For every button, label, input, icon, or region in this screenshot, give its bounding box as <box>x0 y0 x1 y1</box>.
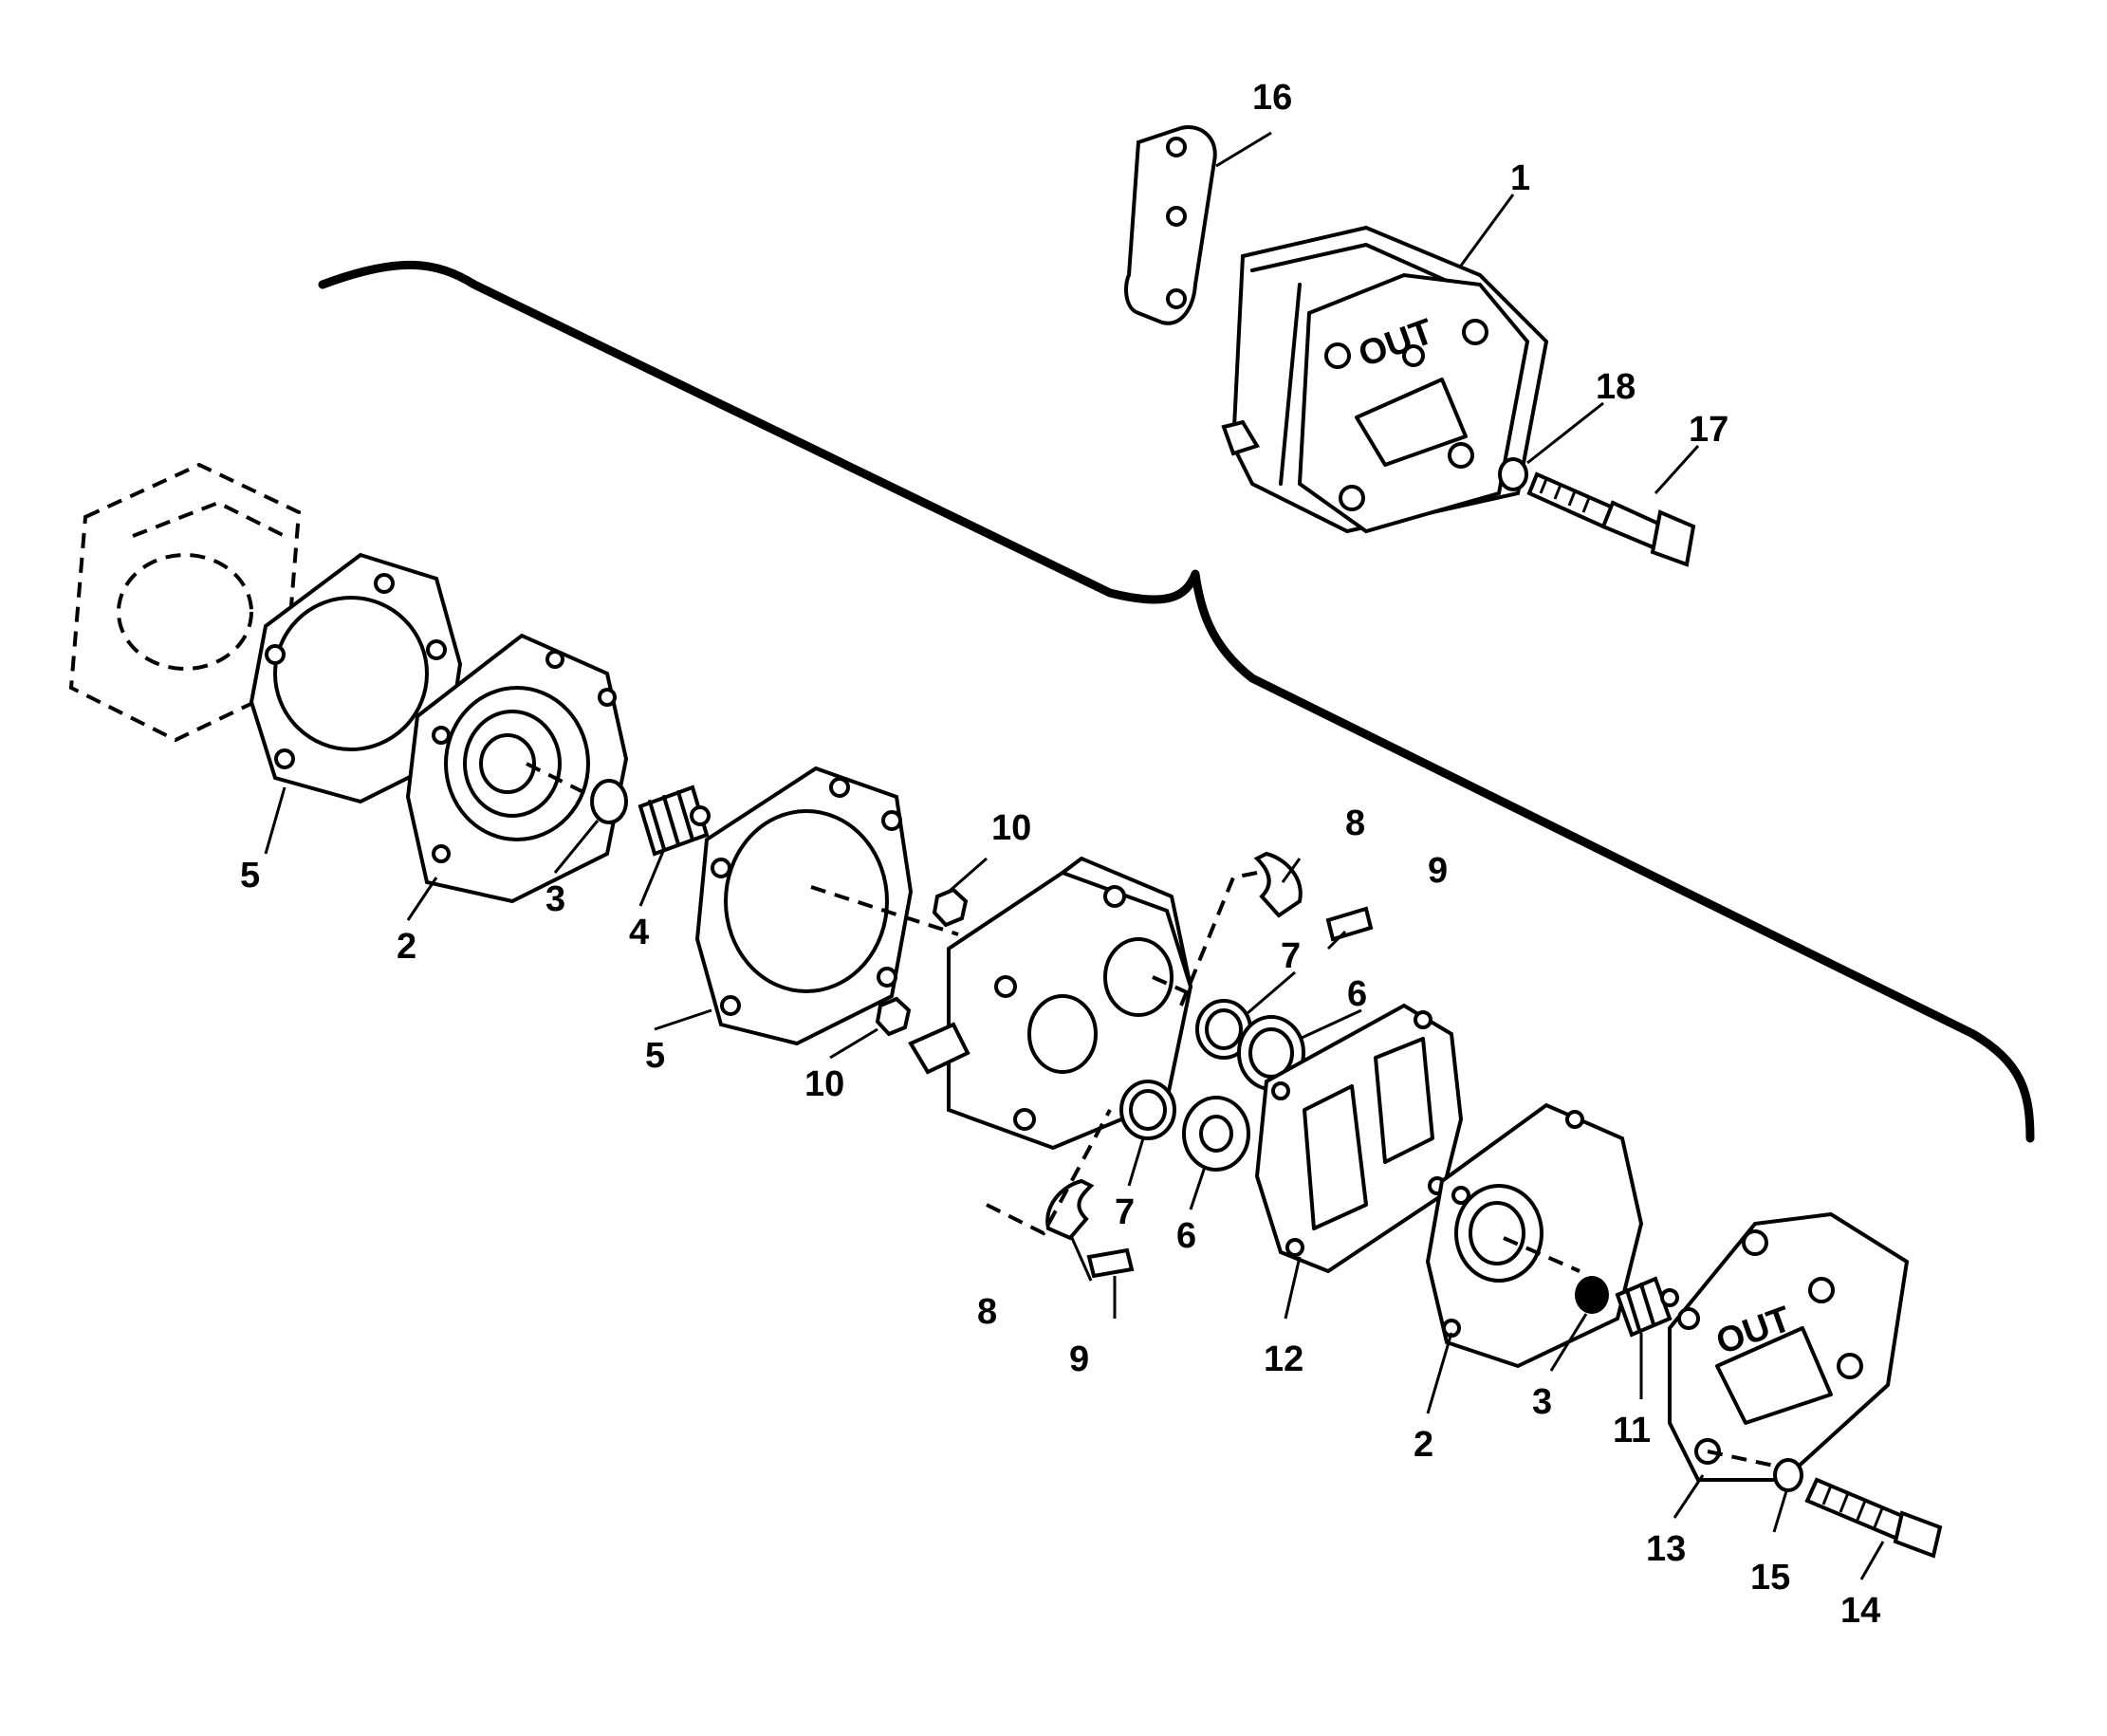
nut-10-upper <box>932 887 969 928</box>
assembly-bracket <box>318 260 2035 1143</box>
callout-5-left: 5 <box>240 856 260 896</box>
assembled-fuel-pump: OUT <box>1124 125 1549 534</box>
callout-14: 14 <box>1840 1591 1880 1631</box>
callout-2-left: 2 <box>397 927 416 967</box>
washer-18 <box>1498 457 1528 491</box>
callout-10-lower: 10 <box>804 1064 844 1104</box>
clip-8-upper <box>1253 851 1303 918</box>
callout-11: 11 <box>1613 1411 1651 1450</box>
diaphragm-2-right <box>1425 1102 1644 1369</box>
callout-7-lower: 7 <box>1115 1192 1135 1232</box>
callout-18: 18 <box>1596 367 1636 407</box>
spring-11 <box>1615 1276 1679 1338</box>
screw-14 <box>1804 1477 1943 1559</box>
callout-3-right: 3 <box>1532 1382 1552 1422</box>
gasket-5-middle <box>694 766 914 1046</box>
diaphragm-2-left <box>405 633 629 904</box>
callout-8-upper: 8 <box>1345 803 1365 843</box>
callout-12: 12 <box>1264 1339 1303 1379</box>
callout-10-upper: 10 <box>991 808 1031 848</box>
callout-4: 4 <box>629 913 649 952</box>
callout-2-right: 2 <box>1414 1425 1433 1465</box>
pump-cover-13: OUT <box>1668 1211 1910 1482</box>
washer-15 <box>1773 1458 1803 1492</box>
leader-lines <box>264 131 1885 1580</box>
nut-10-lower <box>875 996 912 1037</box>
callout-9-lower: 9 <box>1069 1339 1089 1379</box>
gasket-5-left <box>249 552 463 804</box>
callout-3-left: 3 <box>545 879 565 919</box>
valve-3-right <box>1575 1276 1609 1314</box>
callout-6-upper: 6 <box>1347 974 1367 1014</box>
valve-6-lower <box>1182 1096 1250 1172</box>
valve-3-left <box>590 779 628 824</box>
screw-9-lower <box>1086 1247 1135 1279</box>
callout-8-lower: 8 <box>977 1292 997 1332</box>
callout-15: 15 <box>1750 1558 1790 1597</box>
callout-16: 16 <box>1252 78 1292 118</box>
callout-13: 13 <box>1646 1529 1686 1569</box>
callout-9-upper: 9 <box>1428 851 1448 891</box>
callout-7-upper: 7 <box>1281 936 1301 976</box>
clip-8-lower <box>1045 1178 1095 1241</box>
pump-body-exploded <box>908 857 1193 1151</box>
spring-4 <box>638 785 711 857</box>
pump-cover-assembled <box>1297 272 1530 534</box>
callout-labels: 16 1 18 17 5 2 3 4 5 10 10 8 9 7 6 7 6 8… <box>240 78 1880 1631</box>
callout-5-middle: 5 <box>645 1036 665 1076</box>
gasket-16 <box>1124 125 1217 325</box>
callout-17: 17 <box>1689 410 1728 450</box>
callout-1: 1 <box>1510 158 1530 198</box>
callout-6-lower: 6 <box>1176 1216 1196 1256</box>
phantom-pump-body <box>68 462 302 743</box>
screw-9-upper <box>1325 906 1374 942</box>
screw-17 <box>1526 471 1696 567</box>
